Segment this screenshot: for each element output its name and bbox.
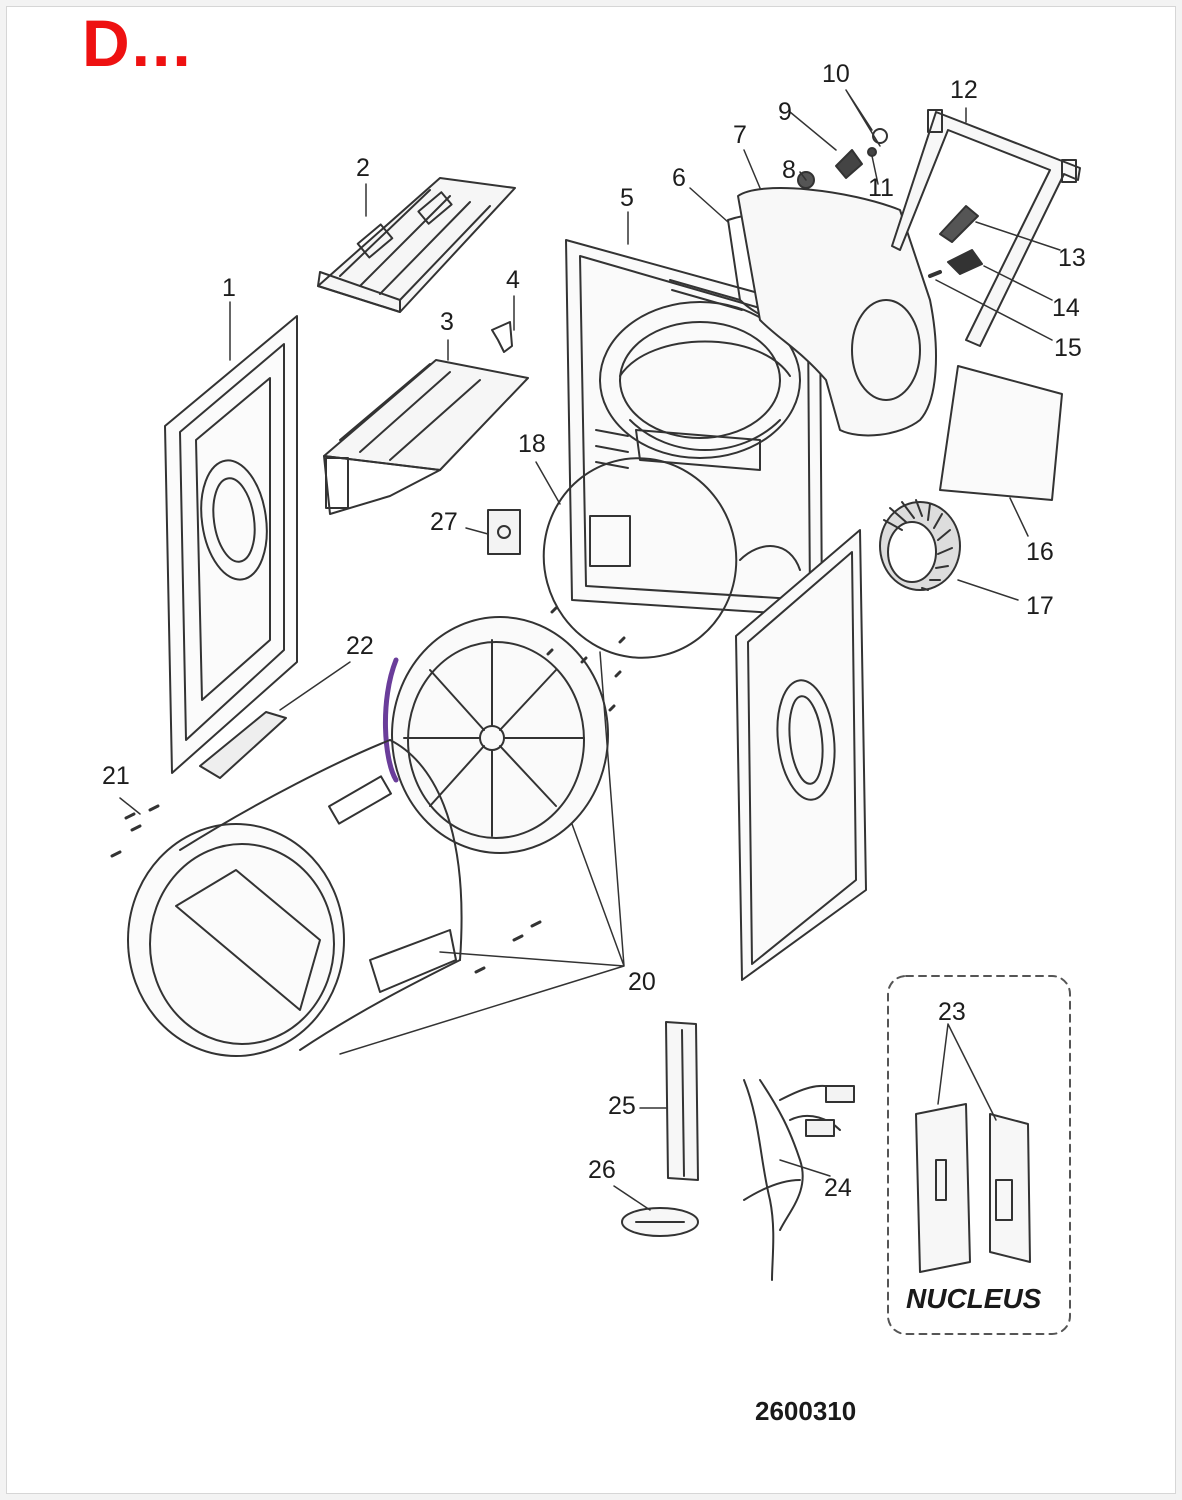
callout-12: 12 xyxy=(950,76,978,104)
part-12-bracket xyxy=(891,109,1081,347)
part-1-side-panel xyxy=(164,315,298,774)
part-25-front-bracket xyxy=(665,1021,699,1181)
callout-3: 3 xyxy=(440,308,454,336)
part-18-drum-belt xyxy=(542,457,738,659)
callout-25: 25 xyxy=(608,1092,636,1120)
callout-15: 15 xyxy=(1054,334,1082,362)
callout-16: 16 xyxy=(1026,538,1054,566)
callout-27: 27 xyxy=(430,508,458,536)
callout-14: 14 xyxy=(1052,294,1080,322)
part-10-fuse xyxy=(872,128,888,144)
callout-8: 8 xyxy=(782,156,796,184)
callout-9: 9 xyxy=(778,98,792,126)
part-21-screws xyxy=(110,804,160,858)
callout-13: 13 xyxy=(1058,244,1086,272)
nucleus-label: NUCLEUS xyxy=(906,1283,1042,1314)
part-16-cover-plate xyxy=(939,365,1063,501)
callout-22: 22 xyxy=(346,632,374,660)
callout-23: 23 xyxy=(938,998,966,1026)
part-11-screw xyxy=(867,147,877,157)
part-20-screws xyxy=(474,606,626,974)
part-15-screw xyxy=(928,270,942,278)
part-2-top-console xyxy=(317,177,516,313)
callout-labels: 1 2 3 4 5 6 7 8 9 10 11 12 13 14 15 16 1… xyxy=(102,60,1086,1202)
part-24-wire-harness xyxy=(743,1079,855,1281)
callout-18: 18 xyxy=(518,430,546,458)
drum-rear-bulkhead xyxy=(383,616,609,854)
callout-24: 24 xyxy=(824,1174,852,1202)
page-title: D... xyxy=(82,6,193,80)
part-14-sensor xyxy=(947,249,983,275)
part-3-duct xyxy=(323,359,529,515)
part-17-blower-wheel xyxy=(879,499,961,591)
callout-4: 4 xyxy=(506,266,520,294)
callout-21: 21 xyxy=(102,762,130,790)
part-27-switch xyxy=(487,509,521,555)
front-panel xyxy=(735,529,867,981)
part-22-baffle xyxy=(199,711,287,779)
part-26-foot xyxy=(621,1207,699,1237)
callout-2: 2 xyxy=(356,154,370,182)
part-23-dashed-frame xyxy=(887,975,1071,1335)
drum xyxy=(127,739,463,1057)
document-number: 2600310 xyxy=(755,1396,857,1426)
callout-10: 10 xyxy=(822,60,850,88)
part-4-latch xyxy=(491,321,513,353)
callout-1: 1 xyxy=(222,274,236,302)
callout-20: 20 xyxy=(628,968,656,996)
part-7-bulkhead xyxy=(737,187,937,437)
callout-7: 7 xyxy=(733,121,747,149)
callout-26: 26 xyxy=(588,1156,616,1184)
part-9-thermostat xyxy=(835,149,863,179)
part-13-sensor xyxy=(939,205,979,243)
leader-lines xyxy=(119,89,1061,1211)
callout-6: 6 xyxy=(672,164,686,192)
callout-11: 11 xyxy=(868,174,894,202)
callout-5: 5 xyxy=(620,184,634,212)
part-23-control-boards xyxy=(915,1103,1031,1273)
callout-17: 17 xyxy=(1026,592,1054,620)
